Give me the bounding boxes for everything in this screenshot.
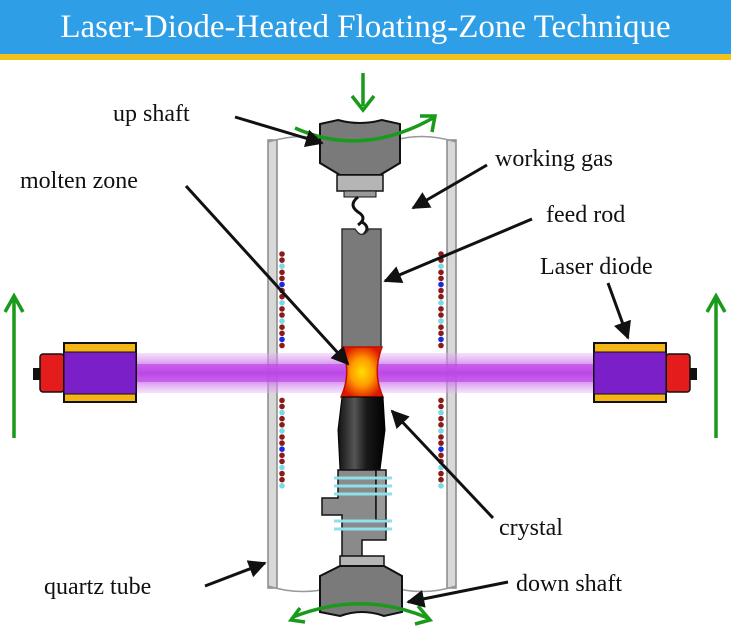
coil-dot	[438, 397, 444, 404]
crystal-holder	[321, 469, 392, 561]
coil-dot	[438, 287, 444, 294]
coil-dot	[279, 330, 285, 337]
coil-dot	[438, 300, 444, 306]
coil-dot	[438, 330, 444, 337]
coil-dot	[279, 257, 285, 263]
coil-dot	[279, 483, 285, 489]
page-title: Laser-Diode-Heated Floating-Zone Techniq…	[60, 8, 671, 45]
coil-dot	[438, 342, 444, 349]
label-working-gas: working gas	[495, 146, 613, 172]
coil-dot	[438, 263, 444, 270]
coil-dot	[438, 483, 444, 489]
coil-dot	[438, 312, 444, 318]
pointer-arrows	[184, 115, 631, 608]
coil-dot	[279, 293, 285, 300]
coil-dot	[279, 251, 285, 257]
coil-dot	[438, 403, 444, 410]
label-crystal: crystal	[499, 515, 563, 541]
coil-dot	[438, 324, 444, 331]
coil-dot	[438, 306, 444, 312]
coil-dot	[279, 397, 285, 404]
laser-diode-right	[593, 342, 697, 403]
coil-dot	[438, 281, 444, 288]
coil-dot	[279, 324, 285, 331]
coil-dot	[279, 312, 285, 318]
coil-dot	[279, 415, 285, 422]
label-feed-rod: feed rod	[546, 202, 625, 228]
coil-dot	[279, 470, 285, 477]
molten-zone	[339, 346, 385, 398]
coil-dot	[438, 428, 444, 434]
coil-dot	[438, 422, 444, 428]
coil-dot	[279, 440, 285, 446]
coil-dot	[438, 415, 444, 422]
coil-dot	[279, 409, 285, 416]
feed-rod	[341, 228, 382, 349]
coil-dot	[279, 452, 285, 459]
coil-dot	[279, 300, 285, 306]
coil-dot	[438, 434, 444, 440]
coil-dot	[438, 318, 444, 324]
coil-dot	[279, 458, 285, 465]
coil-dot	[438, 269, 444, 276]
coil-dot	[279, 434, 285, 440]
coil-dot	[438, 336, 444, 343]
label-molten-zone: molten zone	[20, 168, 138, 194]
coil-dot	[279, 318, 285, 324]
coil-dot	[279, 275, 285, 282]
title-bar: Laser-Diode-Heated Floating-Zone Techniq…	[0, 0, 731, 54]
coil-dot	[279, 428, 285, 434]
laser-diode-left	[33, 342, 137, 403]
label-down-shaft: down shaft	[516, 571, 622, 597]
coil-dot	[279, 306, 285, 312]
coil-dot	[438, 446, 444, 453]
coil-dot	[438, 440, 444, 446]
coil-dot	[438, 452, 444, 459]
coil-dot	[279, 476, 285, 483]
coil-dot	[438, 470, 444, 477]
coil-dot	[438, 293, 444, 300]
coil-dot	[279, 446, 285, 453]
label-laser-diode: Laser diode	[540, 254, 653, 280]
coil-dot	[279, 464, 285, 471]
coil-dot	[279, 281, 285, 288]
title-divider	[0, 54, 731, 60]
coil-dot	[438, 476, 444, 483]
coil-dot	[279, 422, 285, 428]
label-up-shaft: up shaft	[113, 101, 190, 127]
floating-zone-diagram: up shaft molten zone working gas feed ro…	[3, 73, 727, 626]
coil-left	[279, 251, 285, 489]
coil-dot	[279, 342, 285, 349]
label-quartz-tube: quartz tube	[44, 574, 151, 600]
coil-dot	[279, 403, 285, 410]
coil-dot	[438, 409, 444, 416]
up-shaft	[319, 118, 401, 238]
coil-dot	[279, 336, 285, 343]
coil-dot	[279, 263, 285, 270]
coil-dot	[438, 275, 444, 282]
coil-dot	[279, 269, 285, 276]
